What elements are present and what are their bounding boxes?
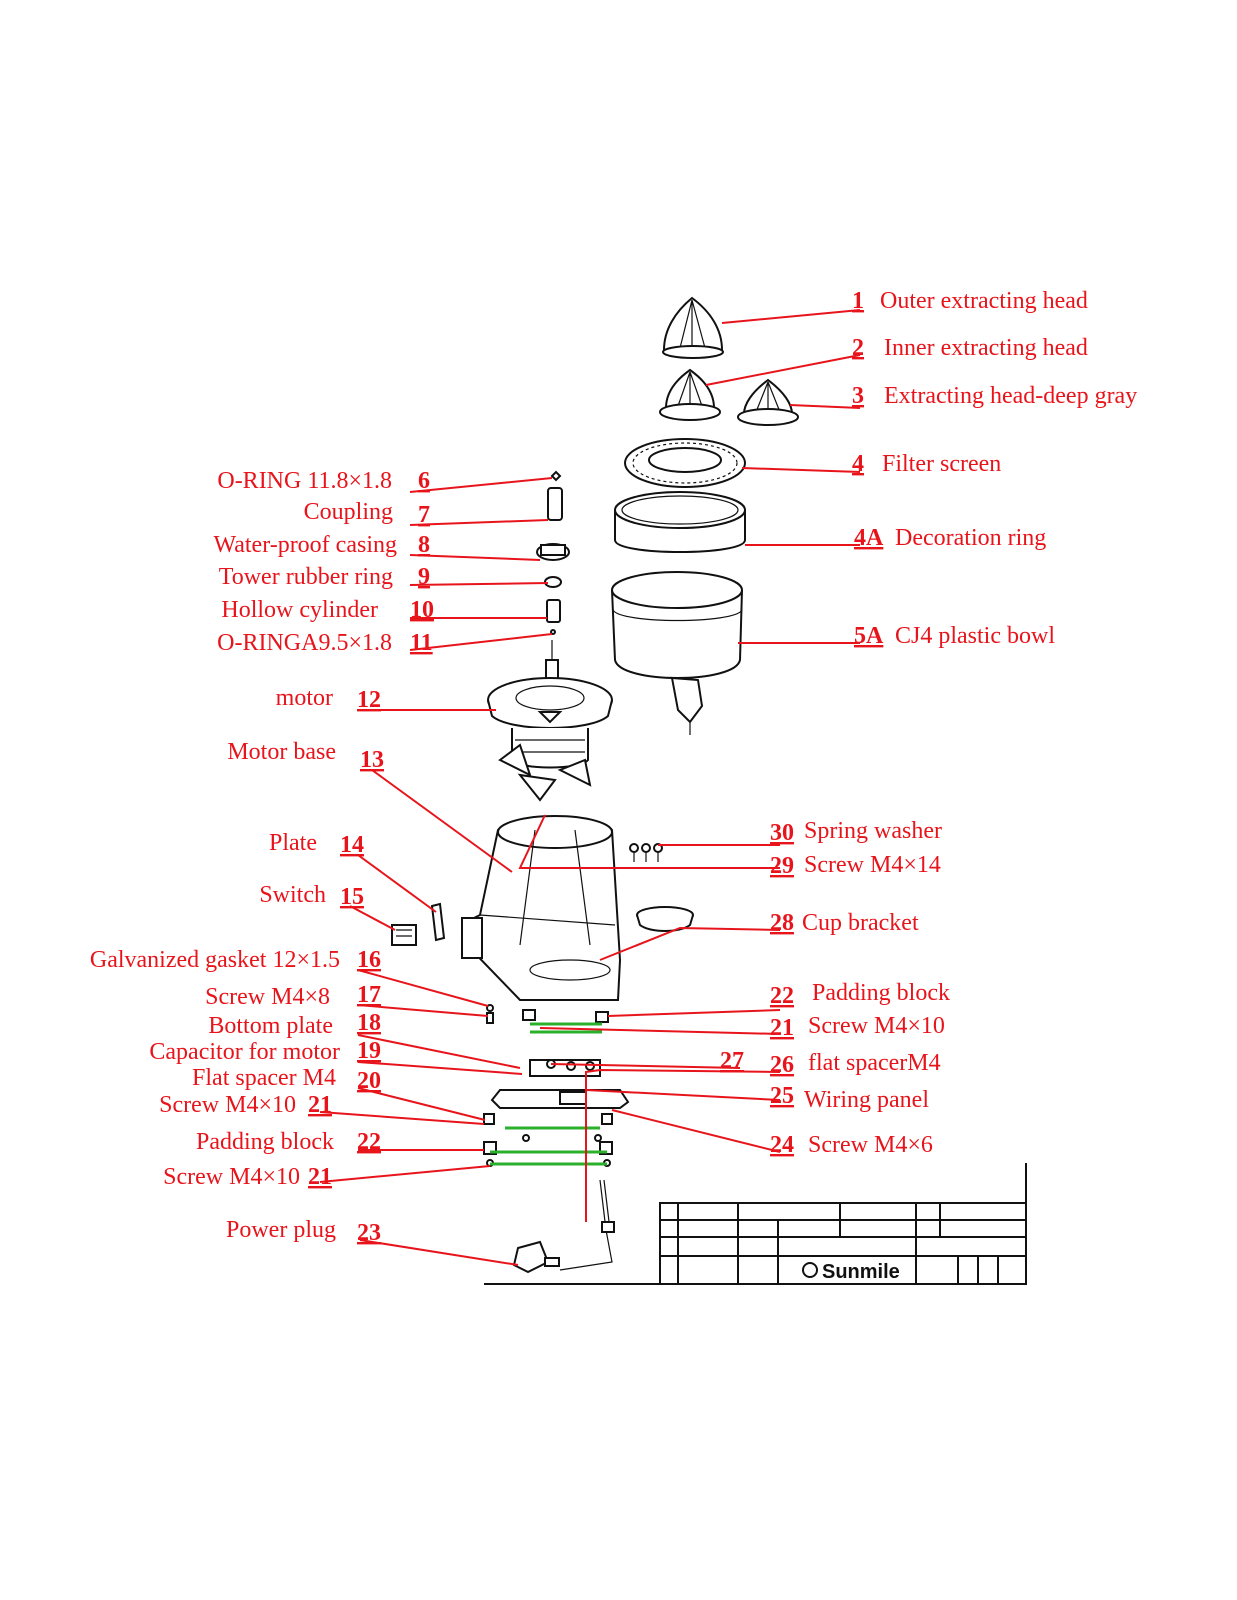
bottom-fasteners-drawing xyxy=(483,1113,613,1167)
callout-6-label: O-RING 11.8×1.8 xyxy=(217,468,392,494)
callout-16-label: Galvanized gasket 12×1.5 xyxy=(90,947,340,973)
callout-28-number: 28 xyxy=(770,910,794,936)
callout-12-label: motor xyxy=(276,685,333,711)
callout-17-number: 17 xyxy=(357,982,381,1008)
callout-16-number: 16 xyxy=(357,947,381,973)
callout-29-label: Screw M4×14 xyxy=(804,852,941,878)
plastic-bowl-drawing xyxy=(611,571,743,735)
callout-23-number: 23 xyxy=(357,1220,381,1246)
leader-lines xyxy=(319,309,861,1266)
deep-gray-extracting-head-drawing xyxy=(737,378,799,426)
callout-11-number: 11 xyxy=(410,630,433,656)
callout-14-label: Plate xyxy=(269,830,317,856)
inner-extracting-head-drawing xyxy=(659,368,721,421)
callout-7-number: 7 xyxy=(418,502,430,528)
callout-12-number: 12 xyxy=(357,687,381,713)
filter-screen-drawing xyxy=(624,438,746,488)
callout-1-number: 1 xyxy=(852,288,864,314)
callout-8-number: 8 xyxy=(418,532,430,558)
callout-14-number: 14 xyxy=(340,832,364,858)
callout-2-number: 2 xyxy=(852,335,864,361)
callout-22-left-number: 22 xyxy=(357,1129,381,1155)
padding-block-top-drawing xyxy=(522,1009,609,1023)
callout-29-number: 29 xyxy=(770,853,794,879)
callout-22-left-label: Padding block xyxy=(196,1129,334,1155)
plate-drawing xyxy=(430,902,446,942)
callout-19-number: 19 xyxy=(357,1038,381,1064)
callout-26-label: flat spacerM4 xyxy=(808,1050,941,1076)
callout-24-number: 24 xyxy=(770,1132,794,1158)
callouts: 1 Outer extracting head 2 Inner extracti… xyxy=(90,288,1137,1246)
callout-13-label: Motor base xyxy=(227,739,336,765)
switch-drawing xyxy=(391,924,417,946)
part-drawings xyxy=(391,296,799,1274)
callout-5a-label: CJ4 plastic bowl xyxy=(895,623,1055,649)
gasket-screw-drawing xyxy=(486,1004,494,1024)
callout-17-label: Screw M4×8 xyxy=(205,984,330,1010)
callout-10-number: 10 xyxy=(410,597,434,623)
callout-8-label: Water-proof casing xyxy=(213,532,397,558)
callout-21-right-number: 21 xyxy=(770,1015,794,1041)
callout-21-left-label: Screw M4×10 xyxy=(159,1092,296,1118)
cup-bracket-drawing xyxy=(636,906,694,932)
callout-13-number: 13 xyxy=(360,747,384,773)
callout-9-number: 9 xyxy=(418,564,430,590)
callout-27-number: 27 xyxy=(720,1048,744,1074)
callout-3-number: 3 xyxy=(852,383,864,409)
callout-30-number: 30 xyxy=(770,820,794,846)
callout-21-left-number: 21 xyxy=(308,1092,332,1118)
callout-20-label: Flat spacer M4 xyxy=(192,1065,336,1091)
title-block: Sunmile xyxy=(484,1163,1027,1285)
callout-1-label: Outer extracting head xyxy=(880,288,1088,314)
callout-4-number: 4 xyxy=(852,451,864,477)
callout-2-label: Inner extracting head xyxy=(884,335,1088,361)
callout-25-number: 25 xyxy=(770,1083,794,1109)
callout-22-right-number: 22 xyxy=(770,983,794,1009)
callout-4a-label: Decoration ring xyxy=(895,525,1046,551)
callout-10-label: Hollow cylinder xyxy=(221,597,378,623)
callout-19-label: Capacitor for motor xyxy=(149,1039,340,1065)
callout-22-right-label: Padding block xyxy=(812,980,950,1006)
callout-26-number: 26 xyxy=(770,1052,794,1078)
callout-21-bottom-label: Screw M4×10 xyxy=(163,1164,300,1190)
callout-24-label: Screw M4×6 xyxy=(808,1132,933,1158)
callout-21-right-label: Screw M4×10 xyxy=(808,1013,945,1039)
callout-18-label: Bottom plate xyxy=(208,1013,333,1039)
callout-6-number: 6 xyxy=(418,468,430,494)
callout-7-label: Coupling xyxy=(304,499,393,525)
callout-5a-number: 5A xyxy=(854,623,884,649)
brand-logo-icon xyxy=(802,1262,818,1278)
callout-28-label: Cup bracket xyxy=(802,910,919,936)
callout-4a-number: 4A xyxy=(854,525,884,551)
callout-15-label: Switch xyxy=(259,882,326,908)
callout-25-label: Wiring panel xyxy=(804,1087,929,1113)
callout-30-label: Spring washer xyxy=(804,818,942,844)
callout-3-label: Extracting head-deep gray xyxy=(884,383,1137,409)
title-block-brand: Sunmile xyxy=(822,1261,900,1283)
motor-base-drawing xyxy=(460,815,622,1001)
coupling-stack-drawing xyxy=(536,470,570,635)
callout-21-bottom-number: 21 xyxy=(308,1164,332,1190)
decoration-ring-drawing xyxy=(614,491,746,553)
power-cord-drawing xyxy=(512,1179,615,1274)
spring-washer-screws-drawing xyxy=(629,843,663,862)
callout-18-number: 18 xyxy=(357,1010,381,1036)
outer-extracting-head-drawing xyxy=(662,296,724,359)
callout-4-label: Filter screen xyxy=(882,451,1001,477)
callout-20-number: 20 xyxy=(357,1068,381,1094)
fastener-connectors xyxy=(490,1022,607,1166)
callout-11-label: O-RINGA9.5×1.8 xyxy=(217,630,392,656)
motor-drawing xyxy=(487,640,613,802)
callout-9-label: Tower rubber ring xyxy=(219,564,393,590)
callout-23-label: Power plug xyxy=(226,1217,336,1243)
callout-15-number: 15 xyxy=(340,884,364,910)
